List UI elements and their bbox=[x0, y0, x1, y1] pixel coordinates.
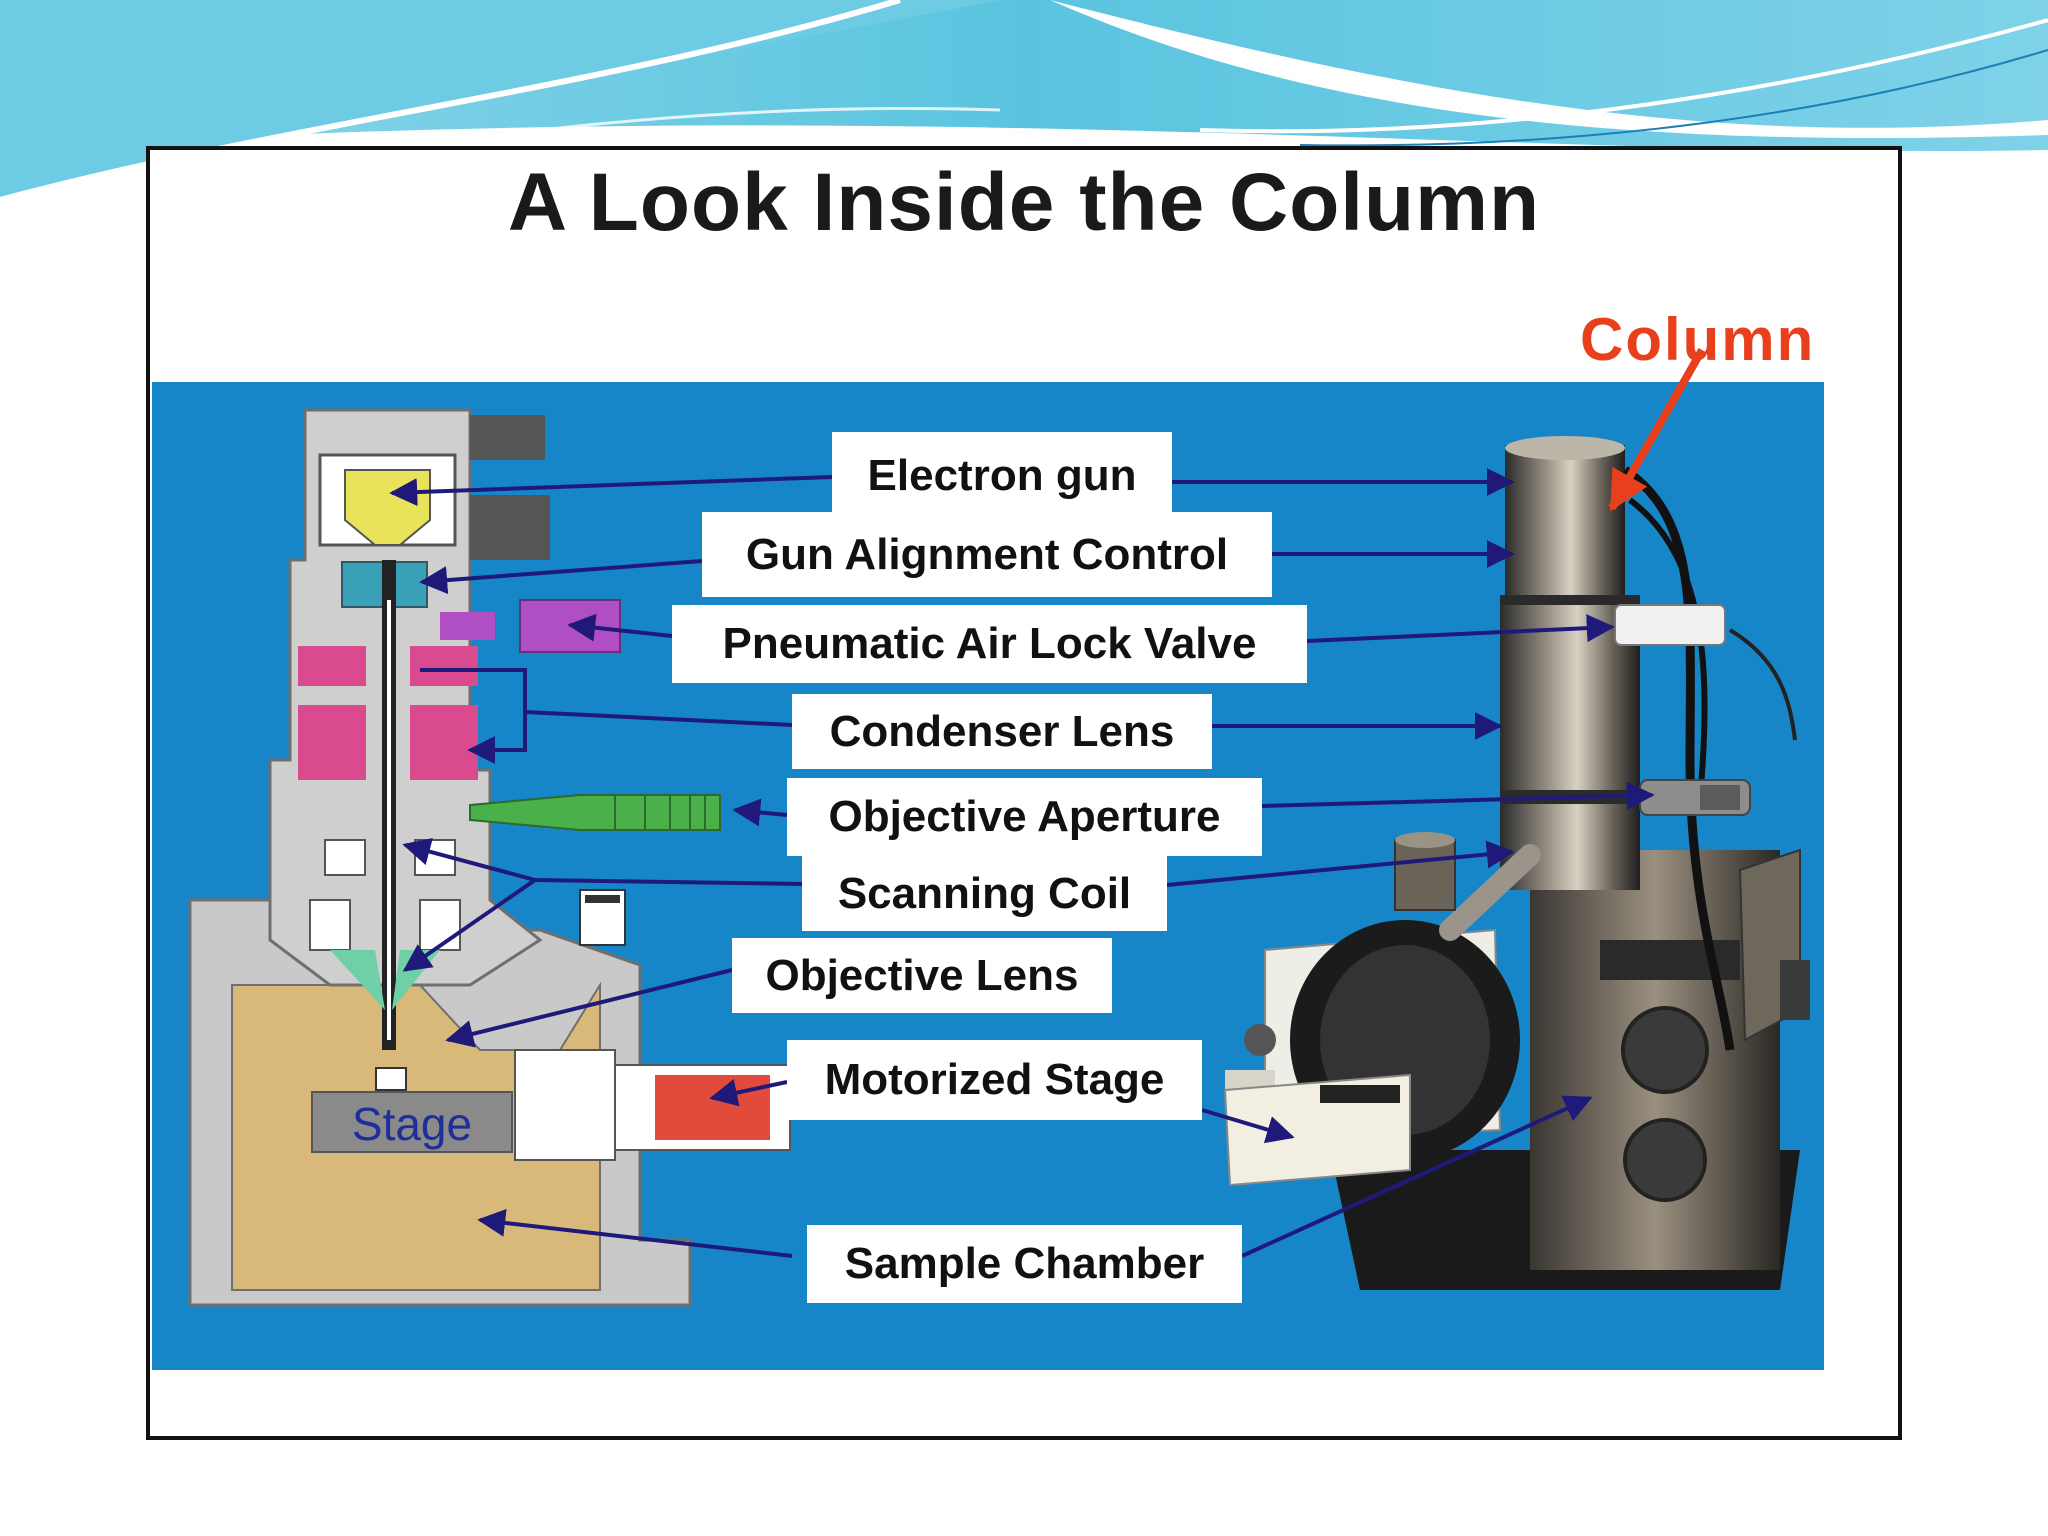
column-cross-section: Stage bbox=[188, 408, 791, 1307]
callout-objective-aperture: Objective Aperture bbox=[787, 778, 1262, 856]
callout-objective-lens: Objective Lens bbox=[732, 938, 1112, 1013]
column-pointer-arrow bbox=[1608, 348, 1706, 512]
leader-arrows bbox=[389, 468, 1655, 1258]
sem-instrument-illustration bbox=[1223, 436, 1810, 1290]
callout-gun-alignment-control: Gun Alignment Control bbox=[702, 512, 1272, 597]
column-label: Column bbox=[1580, 306, 1816, 373]
slide-title: A Look Inside the Column bbox=[507, 157, 1541, 248]
callout-motorized-stage: Motorized Stage bbox=[787, 1040, 1202, 1120]
callout-electron-gun: Electron gun bbox=[832, 432, 1172, 520]
callout-pneumatic-air-lock-valve: Pneumatic Air Lock Valve bbox=[672, 605, 1307, 683]
callout-scanning-coil: Scanning Coil bbox=[802, 856, 1167, 931]
callout-condenser-lens: Condenser Lens bbox=[792, 694, 1212, 769]
stage-label: Stage bbox=[352, 1098, 472, 1150]
callout-sample-chamber: Sample Chamber bbox=[807, 1225, 1242, 1303]
